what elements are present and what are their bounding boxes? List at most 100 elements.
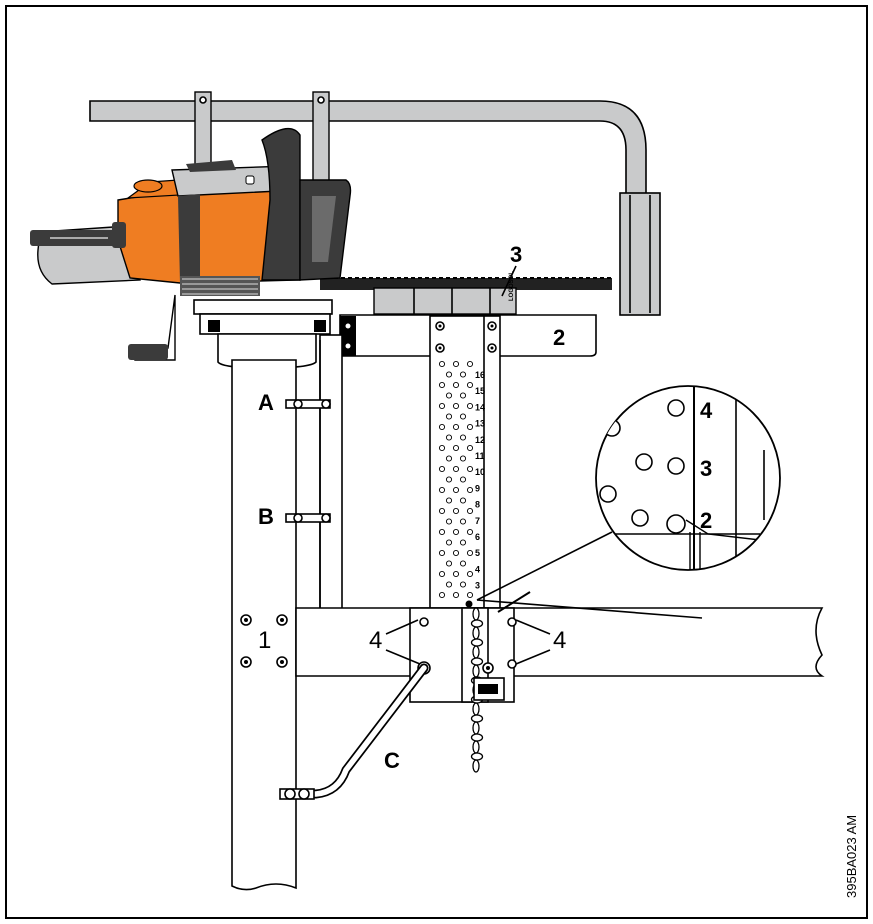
chain-link [472,664,480,678]
scale-number: 9 [475,483,480,493]
adjustment-hole [459,371,467,378]
chain-link [470,638,484,647]
adjustment-hole [438,528,446,536]
adjustment-hole [466,423,474,431]
label-4-left: 4 [369,627,382,654]
scale-number: 4 [475,564,480,574]
inset-label-2: 2 [700,508,712,533]
adjustment-hole [466,381,474,389]
adjustment-hole [445,392,453,399]
adjustment-hole [452,402,460,410]
adjustment-hole [438,465,446,473]
scale-number: 11 [475,451,485,461]
adjustment-hole [438,423,446,431]
adjustment-hole [438,549,446,557]
label-a: A [258,390,274,415]
scale-number: 12 [475,435,485,445]
adjustment-hole [445,434,453,441]
bar-marking: LOGOSOL [509,271,515,301]
scale-number: 8 [475,500,480,510]
adjustment-hole [438,591,446,599]
scale-number: 14 [475,402,485,412]
adjustment-hole [466,549,474,557]
chain-link [470,657,484,666]
adjustment-hole [445,518,453,525]
inset-label-4: 4 [700,398,713,423]
scale-number: 3 [475,581,480,591]
adjustment-hole [466,528,474,536]
scale-number: 10 [475,467,485,477]
adjustment-hole [459,518,467,525]
chain-link [470,752,484,761]
label-4-right: 4 [553,627,566,654]
adjustment-hole [438,444,446,452]
chain-link [472,607,480,621]
adjustment-hole [459,455,467,462]
adjustment-hole [445,560,453,567]
adjustment-hole [438,360,446,368]
scale-number: 6 [475,532,480,542]
label-c: C [384,748,400,773]
adjustment-hole [445,539,453,546]
scale-number: 13 [475,419,485,429]
adjustment-hole [438,381,446,389]
adjustment-hole [459,497,467,504]
adjustment-hole [438,570,446,578]
adjustment-hole [466,402,474,410]
adjustment-hole [445,581,453,588]
figure-code: 395BA023 AM [844,815,859,898]
label-b: B [258,504,274,529]
scale-number: 5 [475,548,480,558]
adjustment-hole [466,465,474,473]
label-3: 3 [510,242,522,267]
adjustment-hole [445,455,453,462]
chain-link [472,702,480,716]
adjustment-hole [452,381,460,389]
adjustment-hole [459,476,467,483]
adjustment-hole [452,507,460,515]
adjustment-hole [459,581,467,588]
adjustment-hole [466,591,474,599]
adjustment-hole [466,444,474,452]
adjustment-hole [466,486,474,494]
adjustment-hole [438,507,446,515]
adjustment-hole [459,413,467,420]
chain-link [472,759,480,773]
callout-labels: A B C 1 2 3 4 4 4 3 2 [258,242,713,773]
adjustment-hole [452,465,460,473]
adjustment-hole [445,413,453,420]
chain-link [472,626,480,640]
scale-number: 16 [475,370,485,380]
inset-label-3: 3 [700,456,712,481]
adjustment-hole [459,392,467,399]
chain-link [470,714,484,723]
chain-link [472,740,480,754]
adjustment-hole [452,360,460,368]
adjustment-holes [438,360,474,599]
adjustment-hole [452,486,460,494]
adjustment-hole [459,560,467,567]
adjustment-hole [466,570,474,578]
chainsaw [30,127,612,361]
adjustment-hole [459,434,467,441]
adjustment-hole [438,486,446,494]
chain-link [472,645,480,659]
adjustment-hole [466,507,474,515]
adjustment-hole [445,497,453,504]
label-2: 2 [553,325,565,350]
adjustment-hole [452,549,460,557]
adjustment-hole [459,539,467,546]
ruler-3: LOGOSOL [373,271,517,315]
overhead-rail [89,91,661,316]
adjustment-hole [438,402,446,410]
adjustment-hole [452,444,460,452]
vertical-post-1 [231,334,343,891]
adjustment-hole [452,528,460,536]
chain-link [472,721,480,735]
adjustment-hole [445,371,453,378]
diagonal-brace-c [279,663,429,800]
